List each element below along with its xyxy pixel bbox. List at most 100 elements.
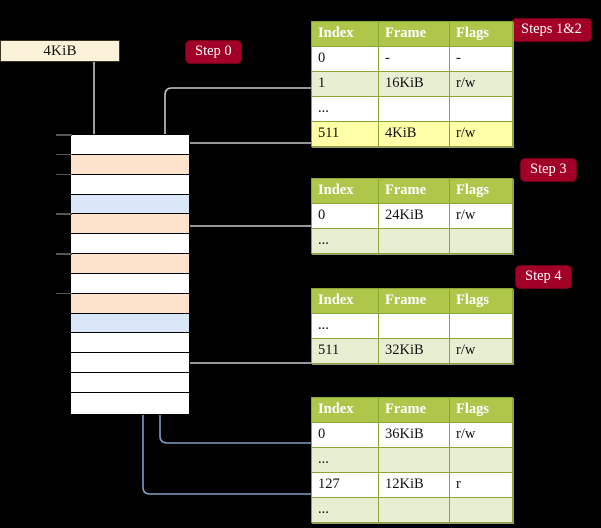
badge-step-0-label: Step 0	[195, 43, 232, 59]
memory-row-3	[71, 194, 189, 215]
memory-row-2	[71, 174, 189, 195]
source-frame-label: 4KiB	[43, 42, 77, 59]
column-header-frame: Frame	[378, 21, 450, 47]
cell-frame: 16KiB	[378, 71, 450, 97]
badge-steps-1-2: Steps 1&2	[512, 19, 591, 41]
physical-memory-column	[70, 134, 190, 415]
badge-step-3: Step 3	[521, 159, 576, 181]
wire-step3	[174, 225, 311, 253]
cell-frame: 24KiB	[378, 203, 450, 229]
cell-index: 511	[311, 121, 379, 147]
cell-flags	[449, 228, 513, 254]
memory-row-11	[71, 353, 189, 374]
badge-steps-1-2-label: Steps 1&2	[521, 21, 582, 37]
memory-tick-4	[56, 213, 72, 215]
cell-flags: r/w	[449, 338, 513, 364]
cell-frame: 4KiB	[378, 121, 450, 147]
badge-step-0: Step 0	[186, 41, 241, 63]
column-header-flags: Flags	[449, 397, 513, 423]
cell-index: ...	[311, 96, 379, 122]
cell-flags: r/w	[449, 203, 513, 229]
cell-frame	[378, 447, 450, 473]
cell-flags	[449, 497, 513, 523]
column-header-index: Index	[311, 288, 379, 314]
cell-index: 0	[311, 422, 379, 448]
badge-step-3-label: Step 3	[530, 161, 567, 177]
memory-tick-2	[56, 173, 72, 176]
memory-row-8	[71, 293, 189, 314]
column-header-flags: Flags	[449, 178, 513, 204]
cell-flags: -	[449, 46, 513, 72]
memory-row-12	[71, 373, 189, 393]
table-row: 0--	[311, 46, 513, 72]
cell-index: ...	[311, 228, 379, 254]
wire-step4	[168, 285, 311, 364]
memory-row-10	[71, 333, 189, 354]
cell-flags	[449, 313, 513, 339]
memory-row-9	[71, 313, 189, 334]
cell-flags: r	[449, 472, 513, 498]
memory-row-7	[71, 273, 189, 294]
memory-tick-0	[56, 134, 72, 136]
cell-index: ...	[311, 497, 379, 523]
cell-flags	[449, 447, 513, 473]
table-row: ...	[311, 96, 513, 122]
cell-frame	[378, 96, 450, 122]
column-header-frame: Frame	[378, 397, 450, 423]
column-header-frame: Frame	[378, 288, 450, 314]
table-row: ...	[311, 228, 513, 254]
cell-index: 127	[311, 472, 379, 498]
table-row: ...	[311, 447, 513, 473]
cell-frame	[378, 497, 450, 523]
cell-index: ...	[311, 313, 379, 339]
memory-row-0	[71, 135, 189, 155]
memory-row-6	[71, 254, 189, 274]
memory-tick-1	[56, 153, 72, 156]
cell-frame: 12KiB	[378, 472, 450, 498]
cell-flags: r/w	[449, 422, 513, 448]
cell-frame: -	[378, 46, 450, 72]
cell-index: ...	[311, 447, 379, 473]
memory-tick-6	[56, 253, 72, 255]
cell-frame	[378, 313, 450, 339]
column-header-index: Index	[311, 21, 379, 47]
cell-frame	[378, 228, 450, 254]
cell-flags: r/w	[449, 71, 513, 97]
badge-step-4-label: Step 4	[525, 268, 562, 284]
cell-index: 0	[311, 46, 379, 72]
memory-row-4	[71, 214, 189, 235]
source-frame-box: 4KiB	[0, 40, 120, 62]
memory-row-5	[71, 234, 189, 255]
cell-frame: 32KiB	[378, 338, 450, 364]
table-row: ...	[311, 497, 513, 523]
cell-index: 0	[311, 203, 379, 229]
badge-step-4: Step 4	[516, 266, 571, 288]
column-header-index: Index	[311, 397, 379, 423]
memory-tick-8	[56, 292, 72, 295]
cell-index: 511	[311, 338, 379, 364]
cell-flags	[449, 96, 513, 122]
column-header-frame: Frame	[378, 178, 450, 204]
memory-row-13	[71, 392, 189, 413]
cell-frame: 36KiB	[378, 422, 450, 448]
column-header-flags: Flags	[449, 288, 513, 314]
column-header-index: Index	[311, 178, 379, 204]
cell-flags: r/w	[449, 121, 513, 147]
memory-row-1	[71, 154, 189, 175]
table-row: ...	[311, 313, 513, 339]
